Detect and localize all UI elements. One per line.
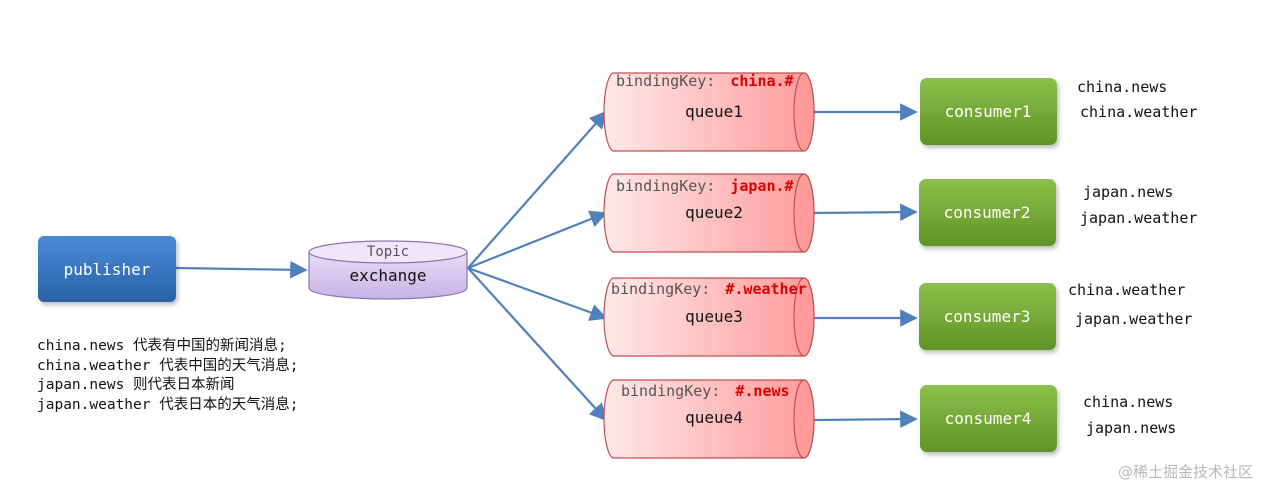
- consumer4-routing-key-2: japan.news: [1086, 419, 1177, 437]
- binding-key-prefix-1: bindingKey:: [616, 72, 715, 90]
- queue-label-2: queue2: [685, 203, 743, 222]
- consumer-label-2: consumer2: [944, 203, 1031, 222]
- arrow-exchange-queue2: [467, 210, 608, 270]
- routing-key-description: china.news 代表有中国的新闻消息; china.weather 代表中…: [37, 337, 298, 415]
- consumer3-routing-key-1: china.weather: [1068, 281, 1186, 299]
- description-line-2: china.weather 代表中国的天气消息;: [37, 357, 299, 374]
- arrow-publisher-exchange: [175, 260, 308, 279]
- consumer-node-3: consumer3: [919, 283, 1056, 350]
- binding-key-value-3: #.weather: [725, 280, 806, 298]
- watermark: @稀土掘金技术社区: [1117, 463, 1253, 481]
- binding-key-2: bindingKey: japan.#: [616, 177, 794, 195]
- binding-key-prefix-3: bindingKey:: [611, 280, 710, 298]
- consumer2-routing-key-2: japan.weather: [1080, 209, 1198, 227]
- consumer-label-4: consumer4: [945, 409, 1032, 428]
- publisher-label: publisher: [64, 260, 151, 279]
- arrows: [175, 103, 918, 428]
- arrow-queue4-consumer4: [813, 410, 918, 428]
- arrow-queue2-consumer2: [813, 203, 918, 221]
- consumer1-routing-key-2: china.weather: [1080, 103, 1198, 121]
- description-line-4: japan.weather 代表日本的天气消息;: [37, 396, 299, 413]
- queue-label-4: queue4: [685, 408, 743, 427]
- queue-label-1: queue1: [685, 102, 743, 121]
- consumer-node-1: consumer1: [920, 78, 1057, 145]
- arrow-exchange-queue3: [467, 266, 608, 321]
- queue-node-2: queue2: [603, 173, 815, 253]
- binding-key-4: bindingKey: #.news: [621, 382, 790, 400]
- binding-key-prefix-2: bindingKey:: [616, 177, 715, 195]
- binding-key-value-1: china.#: [730, 72, 793, 90]
- binding-key-value-2: japan.#: [730, 177, 793, 195]
- arrow-exchange-queue1: [467, 110, 608, 269]
- description-line-3: japan.news 则代表日本新闻: [37, 377, 235, 393]
- consumer-label-3: consumer3: [944, 307, 1031, 326]
- consumer-label-1: consumer1: [945, 102, 1032, 121]
- consumer3-routing-key-2: japan.weather: [1075, 310, 1193, 328]
- exchange-label: exchange: [349, 266, 426, 285]
- consumer1-routing-key-1: china.news: [1077, 78, 1168, 96]
- queue-node-3: queue3: [603, 277, 815, 357]
- consumer2-routing-key-1: japan.news: [1083, 183, 1174, 201]
- binding-key-3: bindingKey: #.weather: [611, 280, 807, 298]
- queue-node-4: queue4: [603, 379, 815, 459]
- publisher-node: publisher: [38, 236, 176, 302]
- arrow-exchange-queue4: [467, 267, 608, 422]
- binding-key-value-4: #.news: [735, 382, 789, 400]
- consumer-node-2: consumer2: [919, 179, 1056, 246]
- consumer4-routing-key-1: china.news: [1083, 393, 1174, 411]
- queue-label-3: queue3: [685, 307, 743, 326]
- consumer-node-4: consumer4: [920, 385, 1057, 452]
- exchange-node: Topic exchange: [308, 240, 468, 300]
- queue-node-1: queue1: [603, 72, 815, 152]
- binding-key-1: bindingKey: china.#: [616, 72, 794, 90]
- description-line-1: china.news 代表有中国的新闻消息;: [37, 338, 287, 354]
- binding-key-prefix-4: bindingKey:: [621, 382, 720, 400]
- exchange-type-label: Topic: [367, 244, 409, 260]
